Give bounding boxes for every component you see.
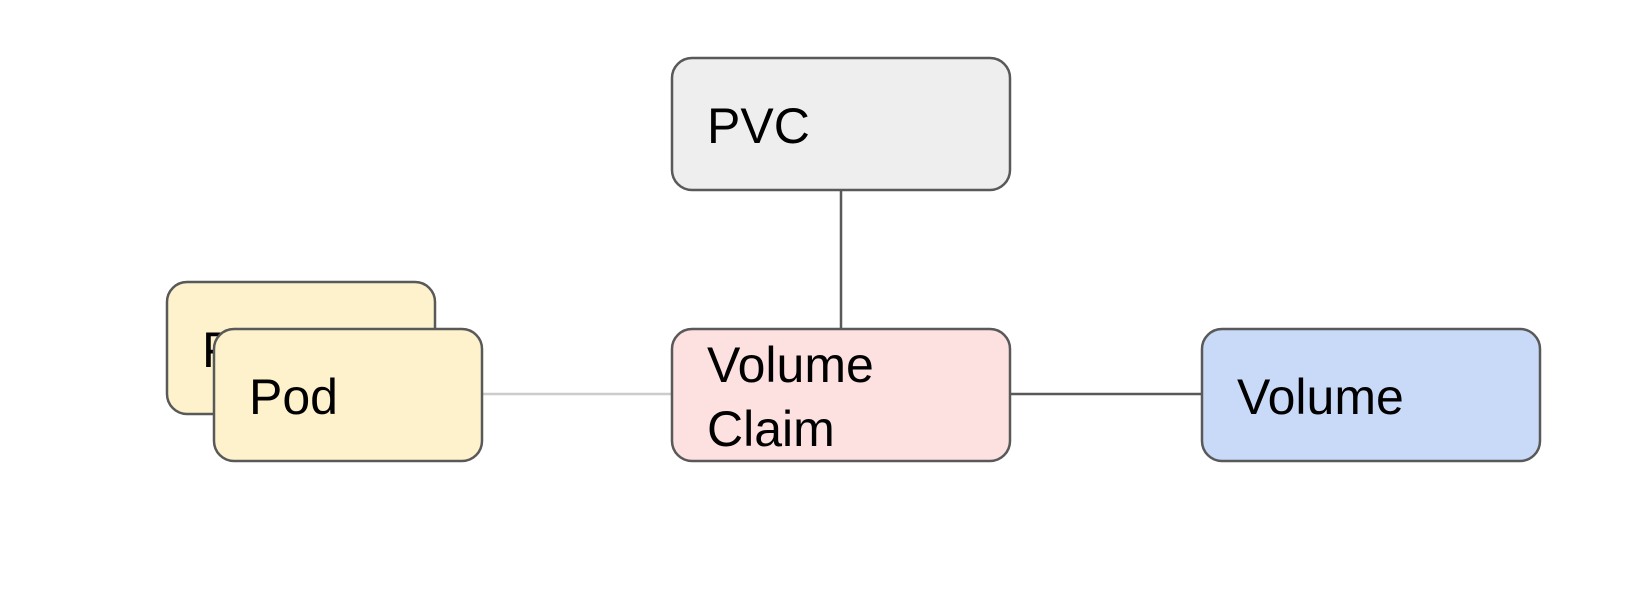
volume-node: Volume	[1200, 327, 1542, 463]
volume-claim-node: Volume Claim	[670, 327, 1012, 463]
volume-claim-label-line2: Claim	[707, 401, 835, 457]
volume-claim-label-line1: Volume	[707, 337, 874, 393]
pod-node-front: Pod	[212, 327, 484, 463]
pvc-label: PVC	[707, 98, 810, 154]
pod-front-label: Pod	[249, 369, 338, 425]
volume-label: Volume	[1237, 369, 1404, 425]
pvc-node: PVC	[670, 56, 1012, 192]
